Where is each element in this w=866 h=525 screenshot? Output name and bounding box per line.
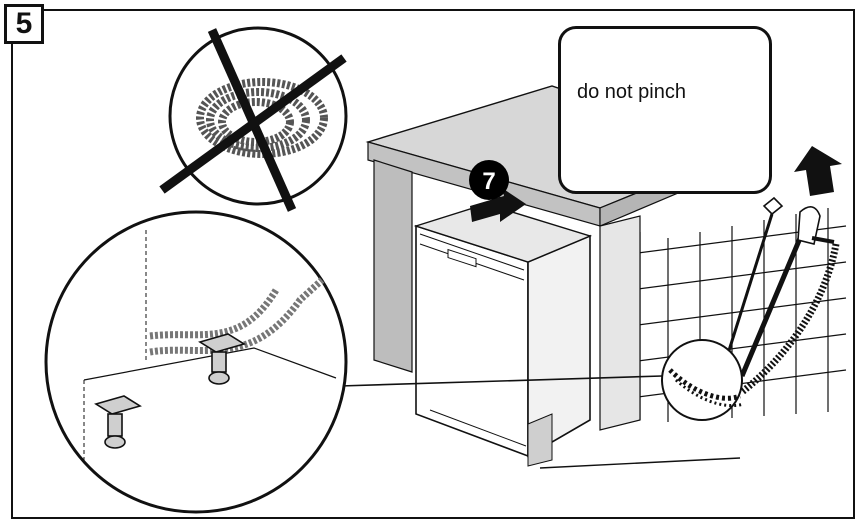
right-side-panel <box>599 215 641 431</box>
crossed-out-coiled-hose-icon <box>159 26 348 212</box>
slide-step-number: 7 <box>482 168 495 195</box>
leader-line <box>339 375 663 387</box>
hose-routing-detail <box>661 339 745 421</box>
callout-text: do not pinch <box>577 81 686 103</box>
mains-plug-icon <box>724 213 774 361</box>
callout-box: do not pinch <box>558 26 772 194</box>
adjustable-foot-icon <box>94 333 246 449</box>
drain-hose-icon <box>739 243 840 395</box>
connection-hoses <box>724 196 840 395</box>
step-number-label: 5 <box>4 4 44 44</box>
dishwasher <box>413 203 593 467</box>
feet-detail <box>44 210 348 514</box>
arrow-push-in-icon <box>470 188 526 222</box>
water-inlet-hose-icon <box>739 223 809 377</box>
floor-line <box>539 457 741 469</box>
arrow-up-icon <box>794 146 842 196</box>
slide-step-badge: 7 <box>469 160 509 200</box>
left-cabinet <box>373 159 413 373</box>
